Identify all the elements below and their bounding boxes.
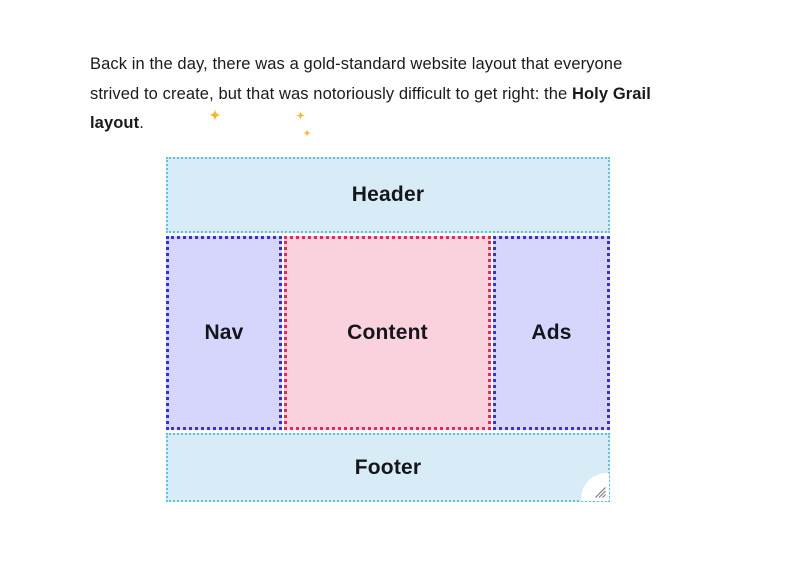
intro-paragraph: Back in the day, there was a gold-standa… [90,50,665,139]
layout-region-header[interactable]: Header [166,157,610,233]
holy-grail-emphasis: Holy Grail layout [90,84,651,133]
layout-middle-row: Nav Content Ads [166,235,610,431]
paragraph-line-3-prefix: right: the [502,84,572,103]
layout-region-ads[interactable]: Ads [493,235,610,431]
paragraph-line-3-suffix: . [139,114,144,132]
layout-region-footer[interactable]: Footer [166,433,610,502]
resize-grip-icon[interactable] [581,473,609,501]
holy-grail-layout-diagram[interactable]: Header Nav Content Ads Footer [166,157,610,502]
footer-label: Footer [354,455,422,479]
paragraph-line-1: Back in the day, there was a gold-standa… [90,55,549,73]
header-label: Header [351,182,425,206]
ads-label: Ads [531,320,572,344]
layout-region-nav[interactable]: Nav [166,235,282,431]
nav-label: Nav [204,320,244,344]
paragraph-line-2: everyone strived to create, but that was… [90,55,623,103]
content-label: Content [347,320,428,344]
layout-region-content[interactable]: Content [284,235,491,431]
